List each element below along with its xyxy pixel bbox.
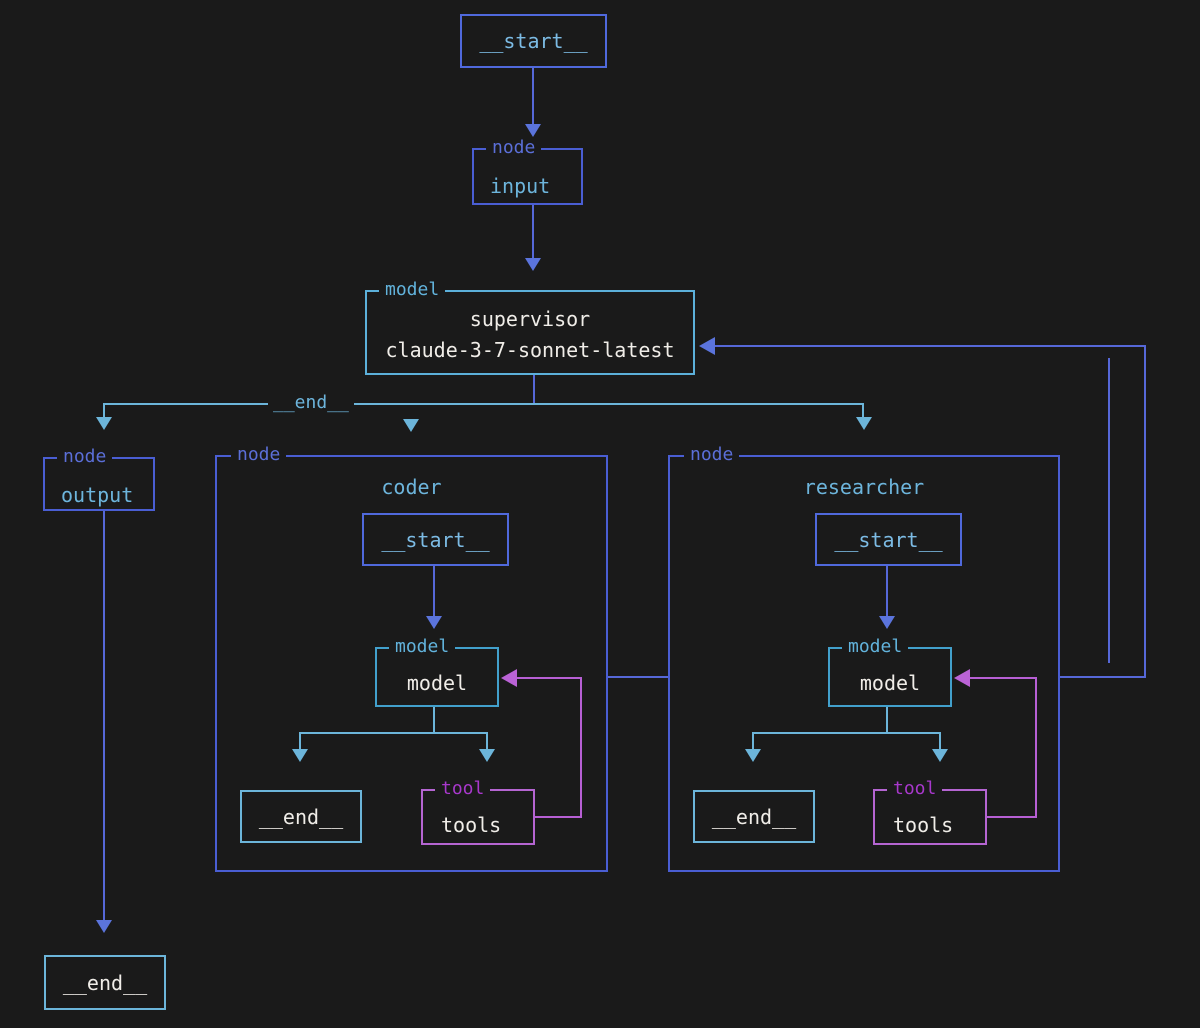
edge-split-left-stub — [103, 403, 105, 417]
arrowhead-left-icon — [954, 669, 970, 687]
edge-return-inner — [1108, 358, 1110, 663]
arrowhead-down-icon — [96, 920, 112, 933]
arrowhead-down-icon — [479, 749, 495, 762]
arrowhead-down-icon — [932, 749, 948, 762]
edge-supervisor-down — [533, 375, 535, 404]
edge-researcher-loop-side — [1035, 677, 1037, 818]
coder-model-label: model — [406, 671, 468, 695]
subgraph-researcher-tag: node — [684, 444, 740, 466]
edge-researcher-split-right — [939, 732, 941, 749]
input-node-tag: node — [486, 137, 542, 159]
supervisor-model-id: claude-3-7-sonnet-latest — [385, 338, 675, 362]
arrowhead-down-icon — [525, 258, 541, 271]
end-node-final: __end__ — [44, 955, 166, 1010]
edge-split-right-stub — [862, 403, 864, 417]
subgraph-coder-title: coder — [381, 475, 442, 499]
edge-researcher-loop-top — [970, 677, 1037, 679]
arrowhead-down-icon — [292, 749, 308, 762]
edge-return-top — [715, 345, 1146, 347]
input-node-label: input — [490, 174, 551, 198]
supervisor-node: model supervisor claude-3-7-sonnet-lates… — [365, 279, 695, 375]
arrowhead-down-icon — [879, 616, 895, 629]
input-node: node input — [472, 137, 583, 205]
start-node-top-label: __start__ — [479, 29, 588, 53]
researcher-end-label: __end__ — [711, 804, 797, 829]
coder-model-node: model model — [375, 636, 499, 707]
arrowhead-left-icon — [699, 337, 715, 355]
end-node-final-label: __end__ — [62, 970, 148, 995]
edge-label-end: __end__ — [268, 392, 354, 414]
edge-researcher-model-down — [886, 707, 888, 734]
output-node-label: output — [61, 483, 134, 507]
edge-coder-split-left — [299, 732, 301, 749]
edge-coder-model-down — [433, 707, 435, 734]
edge-coder-loop-bottom — [535, 816, 582, 818]
supervisor-node-tag: model — [379, 279, 446, 301]
coder-tools-node: tool tools — [421, 778, 535, 845]
researcher-tools-node: tool tools — [873, 778, 987, 845]
supervisor-node-title: supervisor — [469, 307, 591, 331]
coder-model-tag: model — [389, 636, 456, 658]
researcher-model-tag: model — [842, 636, 909, 658]
arrowhead-left-icon — [501, 669, 517, 687]
subgraph-coder: node coder — [215, 444, 608, 872]
coder-start-node: __start__ — [362, 513, 509, 566]
coder-end-label: __end__ — [258, 804, 344, 829]
coder-end-node: __end__ — [240, 790, 362, 843]
researcher-tools-label: tools — [893, 813, 954, 837]
output-node-tag: node — [57, 446, 113, 468]
coder-start-label: __start__ — [381, 527, 490, 552]
start-node-top: __start__ — [460, 14, 607, 68]
arrowhead-down-icon — [856, 417, 872, 430]
researcher-end-node: __end__ — [693, 790, 815, 843]
arrowhead-down-icon — [426, 616, 442, 629]
edge-return-from-coder — [608, 676, 668, 678]
edge-coder-start-to-model — [433, 566, 435, 616]
edge-coder-loop-side — [580, 677, 582, 818]
subgraph-researcher-title: researcher — [803, 475, 925, 499]
edge-coder-split-right — [486, 732, 488, 749]
arrowhead-down-icon — [745, 749, 761, 762]
edge-input-to-supervisor — [532, 205, 534, 258]
arrowhead-down-icon — [96, 417, 112, 430]
edge-return-right — [1144, 345, 1146, 678]
edge-coder-loop-top — [517, 677, 582, 679]
edge-coder-split — [300, 732, 488, 734]
researcher-start-node: __start__ — [815, 513, 962, 566]
output-node: node output — [43, 446, 155, 511]
researcher-model-label: model — [859, 671, 921, 695]
edge-start-to-input — [532, 68, 534, 124]
edge-return-from-researcher — [1060, 676, 1146, 678]
edge-split-horizontal — [104, 403, 864, 405]
arrowhead-down-icon — [525, 124, 541, 137]
coder-tools-label: tools — [441, 813, 502, 837]
arrowhead-down-icon — [403, 419, 419, 432]
researcher-model-node: model model — [828, 636, 952, 707]
edge-researcher-split-left — [752, 732, 754, 749]
coder-tools-tag: tool — [435, 778, 491, 800]
edge-researcher-split — [753, 732, 941, 734]
researcher-start-label: __start__ — [834, 527, 943, 552]
subgraph-coder-tag: node — [231, 444, 287, 466]
subgraph-researcher: node researcher — [668, 444, 1060, 872]
edge-output-to-end — [103, 511, 105, 920]
edge-researcher-loop-bottom — [987, 816, 1037, 818]
researcher-tools-tag: tool — [887, 778, 943, 800]
edge-researcher-start-to-model — [886, 566, 888, 616]
